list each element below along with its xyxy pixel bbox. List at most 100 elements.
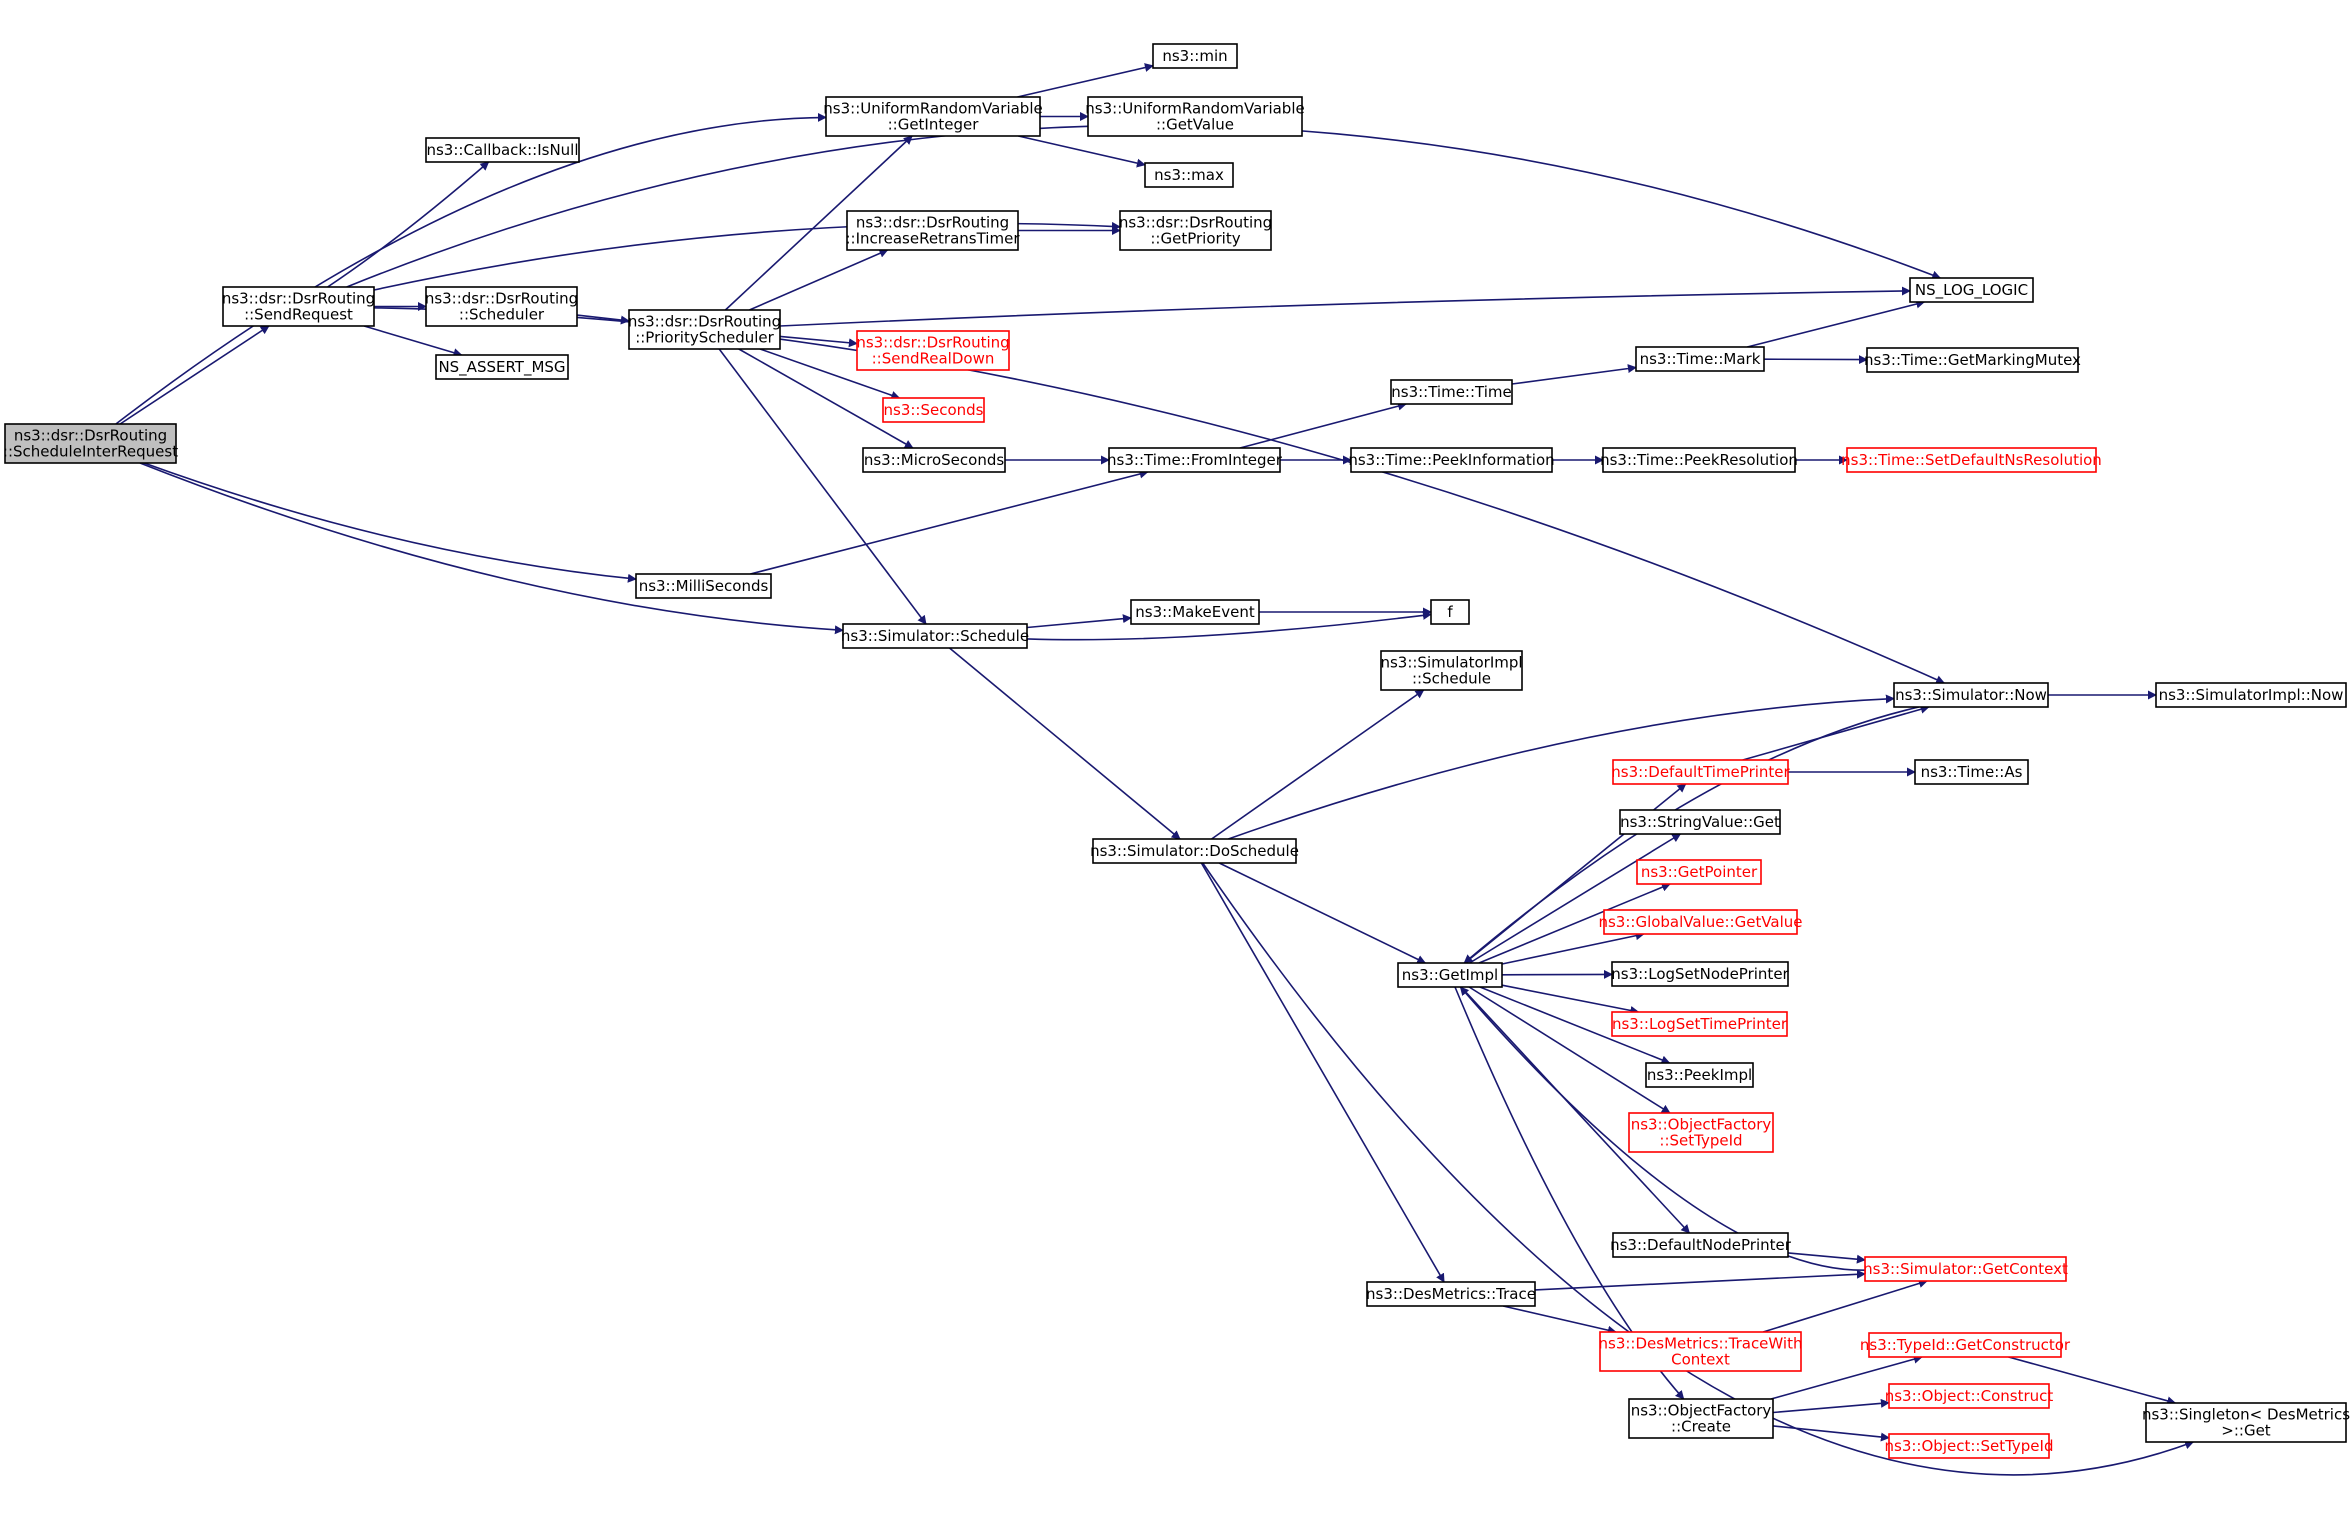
node-label: ns3::UniformRandomVariable [823, 100, 1042, 118]
node-setdef[interactable]: ns3::Time::SetDefaultNsResolution [1841, 447, 2102, 473]
node-dmtrace[interactable]: ns3::DesMetrics::Trace [1366, 1281, 1536, 1307]
node-simnow[interactable]: ns3::Simulator::Now [1893, 682, 2049, 708]
node-peekimpl[interactable]: ns3::PeekImpl [1645, 1062, 1754, 1088]
node-label: ::Scheduler [459, 306, 545, 324]
node-mutex[interactable]: ns3::Time::GetMarkingMutex [1864, 347, 2081, 373]
node-urvval[interactable]: ns3::UniformRandomVariable::GetValue [1085, 96, 1305, 137]
edge-getimpl-to-gvget [1501, 931, 1645, 965]
node-box [882, 397, 985, 423]
node-seconds[interactable]: ns3::Seconds [882, 397, 985, 423]
edge-sendreq-to-isnull [327, 161, 490, 288]
node-deftp[interactable]: ns3::DefaultTimePrinter [1611, 759, 1791, 785]
node-ofcreate[interactable]: ns3::ObjectFactory::Create [1628, 1398, 1774, 1439]
node-isnull[interactable]: ns3::Callback::IsNull [425, 137, 580, 163]
node-getctor[interactable]: ns3::TypeId::GetConstructor [1860, 1332, 2071, 1358]
node-prio[interactable]: ns3::dsr::DsrRouting::PriorityScheduler [628, 309, 781, 350]
node-nslog[interactable]: NS_LOG_LOGIC [1909, 277, 2034, 303]
node-fromint[interactable]: ns3::Time::FromInteger [1107, 447, 1283, 473]
node-getimpl[interactable]: ns3::GetImpl [1397, 962, 1503, 988]
node-box [425, 286, 578, 327]
edge-timetime-to-mark [1511, 364, 1637, 385]
node-box [1602, 447, 1796, 473]
edge-sendreq-to-simnow [373, 307, 1946, 684]
node-f[interactable]: f [1430, 599, 1470, 625]
node-label: ns3::DesMetrics::TraceWith [1599, 1335, 1803, 1353]
node-urv[interactable]: ns3::UniformRandomVariable::GetInteger [823, 96, 1043, 137]
node-strget[interactable]: ns3::StringValue::Get [1619, 809, 1781, 835]
node-label: ::Create [1671, 1418, 1731, 1436]
node-nsassert[interactable]: NS_ASSERT_MSG [435, 354, 569, 380]
edge-root-to-milli [143, 462, 637, 583]
node-simimplnow[interactable]: ns3::SimulatorImpl::Now [2155, 682, 2347, 708]
node-label: ns3::dsr::DsrRouting [1119, 214, 1272, 232]
node-makeev[interactable]: ns3::MakeEvent [1130, 599, 1260, 625]
node-peekinfo[interactable]: ns3::Time::PeekInformation [1348, 447, 1555, 473]
node-box [1350, 447, 1553, 473]
node-label: ns3::DefaultNodePrinter [1610, 1236, 1792, 1254]
edge-prio-to-nslog [779, 286, 1911, 327]
node-box [1866, 347, 2079, 373]
edge-dosched-to-getimpl [1218, 862, 1427, 964]
node-label: ns3::dsr::DsrRouting [628, 313, 781, 331]
node-sendreq[interactable]: ns3::dsr::DsrRouting::SendRequest [222, 286, 375, 327]
node-label: ns3::GetPointer [1641, 863, 1758, 881]
node-simimplsched[interactable]: ns3::SimulatorImpl::Schedule [1380, 650, 1523, 691]
node-singleton[interactable]: ns3::Singleton< DesMetrics >::Get [2142, 1402, 2350, 1443]
node-getprio[interactable]: ns3::dsr::DsrRouting::GetPriority [1119, 210, 1272, 251]
node-objsettype[interactable]: ns3::Object::SetTypeId [1885, 1433, 2054, 1459]
edge-dmtracectx-to-getctx [1762, 1279, 1928, 1333]
node-defnp[interactable]: ns3::DefaultNodePrinter [1610, 1232, 1792, 1258]
node-simsched[interactable]: ns3::Simulator::Schedule [841, 623, 1029, 649]
node-micro[interactable]: ns3::MicroSeconds [862, 447, 1006, 473]
node-objconstruct[interactable]: ns3::Object::Construct [1885, 1383, 2054, 1409]
edge-milli-to-fromint [750, 469, 1149, 575]
node-box [1864, 1256, 2067, 1282]
node-min[interactable]: ns3::min [1152, 43, 1238, 69]
edge-sendreq-to-nsassert [363, 325, 463, 358]
node-label: ns3::StringValue::Get [1620, 813, 1780, 831]
node-label: Context [1671, 1351, 1730, 1369]
node-ofsettype[interactable]: ns3::ObjectFactory::SetTypeId [1628, 1112, 1774, 1153]
node-max[interactable]: ns3::max [1144, 162, 1234, 188]
edge-sendreq-to-nslog [346, 124, 1942, 288]
node-getptr[interactable]: ns3::GetPointer [1636, 859, 1762, 885]
node-timetime[interactable]: ns3::Time::Time [1390, 379, 1513, 405]
node-box [1087, 96, 1303, 137]
node-lognode[interactable]: ns3::LogSetNodePrinter [1611, 961, 1790, 987]
node-box [1888, 1433, 2050, 1459]
node-label: ns3::max [1154, 166, 1224, 184]
node-label: ns3::Time::GetMarkingMutex [1864, 351, 2081, 369]
edge-prio-to-sendreal [779, 335, 858, 348]
node-sendreal[interactable]: ns3::dsr::DsrRouting::SendRealDown [856, 330, 1010, 371]
edge-urv-to-min [1017, 63, 1154, 98]
node-mark[interactable]: ns3::Time::Mark [1635, 346, 1765, 372]
edge-dmtrace-to-getctx [1534, 1269, 1866, 1291]
edge-deftp-to-simnow [1742, 704, 1930, 761]
node-box [1430, 599, 1470, 625]
edge-prio-to-urv [724, 135, 913, 311]
node-dosched[interactable]: ns3::Simulator::DoSchedule [1090, 838, 1299, 864]
node-box [1619, 809, 1781, 835]
node-label: ::SetTypeId [1659, 1132, 1742, 1150]
node-label: ::PriorityScheduler [635, 329, 774, 347]
node-getctx[interactable]: ns3::Simulator::GetContext [1863, 1256, 2068, 1282]
node-label: ns3::UniformRandomVariable [1085, 100, 1304, 118]
node-label: ns3::Singleton< DesMetrics [2142, 1406, 2350, 1424]
node-incr[interactable]: ns3::dsr::DsrRouting::IncreaseRetransTim… [845, 210, 1020, 251]
node-label: ns3::Object::Construct [1885, 1387, 2054, 1405]
edge-ofcreate-to-objsettype [1772, 1425, 1890, 1442]
node-label: ns3::dsr::DsrRouting [14, 427, 167, 445]
node-box [1909, 277, 2034, 303]
node-logtime[interactable]: ns3::LogSetTimePrinter [1611, 1011, 1788, 1037]
node-label: ns3::ObjectFactory [1631, 1116, 1772, 1134]
edge-dmtrace-to-dmtracectx [1502, 1305, 1617, 1335]
node-label: ::SendRealDown [872, 350, 995, 368]
node-gvget[interactable]: ns3::GlobalValue::GetValue [1598, 909, 1803, 935]
node-timeas[interactable]: ns3::Time::As [1914, 759, 2029, 785]
node-sched[interactable]: ns3::dsr::DsrRouting::Scheduler [425, 286, 578, 327]
edge-dosched-to-dmtrace [1200, 862, 1445, 1283]
node-peekres[interactable]: ns3::Time::PeekResolution [1600, 447, 1798, 473]
node-milli[interactable]: ns3::MilliSeconds [635, 573, 772, 599]
node-label: ns3::Time::FromInteger [1107, 451, 1283, 469]
